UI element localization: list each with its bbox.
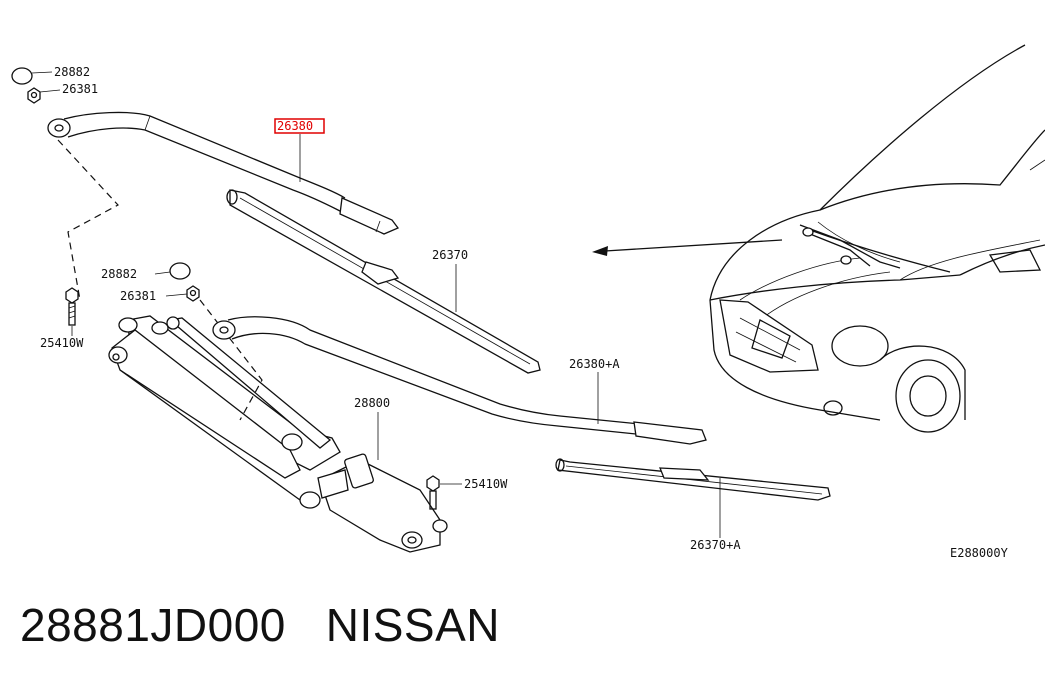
label-nut-mid: 26381 bbox=[120, 289, 156, 303]
wiper-linkage bbox=[108, 315, 341, 509]
label-blade-a: 26370+A bbox=[690, 538, 741, 552]
label-blade-main: 26370 bbox=[432, 248, 468, 262]
caption-part-number: 28881JD000 bbox=[20, 599, 286, 651]
wiper-motor-28800 bbox=[317, 453, 448, 553]
dashed-guide-mid bbox=[199, 299, 263, 421]
label-motor: 28800 bbox=[354, 396, 390, 410]
label-arm-main: 26380 bbox=[277, 119, 313, 133]
leader-lines bbox=[71, 134, 721, 538]
label-nut-top: 26381 bbox=[62, 82, 98, 96]
label-cap-top: 28882 bbox=[54, 65, 90, 79]
part-caption: 28881JD000 NISSAN bbox=[20, 598, 500, 652]
bolt-25410w-right bbox=[426, 475, 440, 510]
wiper-blade-26370 bbox=[226, 189, 541, 374]
cap-28882-mid bbox=[169, 262, 191, 280]
direction-arrow bbox=[592, 239, 783, 256]
nut-26381-mid bbox=[186, 285, 200, 302]
wiper-arm-26380 bbox=[47, 111, 400, 235]
caption-brand: NISSAN bbox=[325, 599, 500, 651]
label-arm-a: 26380+A bbox=[569, 357, 620, 371]
bolt-25410w-left bbox=[65, 287, 79, 326]
vehicle-illustration bbox=[709, 44, 1045, 433]
highlight-box-26380 bbox=[274, 118, 325, 134]
wiper-arm-26380-a bbox=[212, 316, 707, 445]
label-bolt-right: 25410W bbox=[464, 477, 508, 491]
wiper-blade-26370-a bbox=[555, 458, 831, 501]
label-bolt-left: 25410W bbox=[40, 336, 84, 350]
label-cap-mid: 28882 bbox=[101, 267, 137, 281]
label-diagram-code: E288000Y bbox=[950, 546, 1009, 560]
cap-28882-top bbox=[11, 67, 53, 85]
nut-26381-top bbox=[27, 87, 61, 104]
